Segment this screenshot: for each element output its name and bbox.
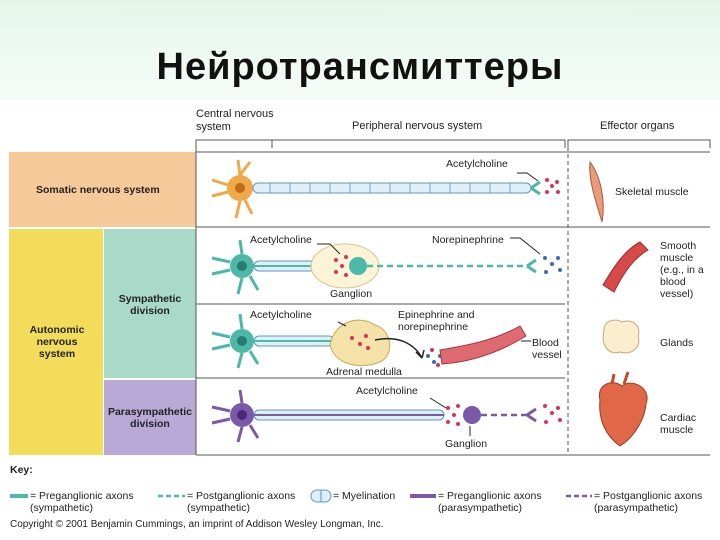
label-epinephrine: Epinephrine and norepinephrine	[398, 309, 475, 333]
key-pre-para: = Preganglionic axons (parasympathetic)	[438, 490, 542, 514]
somatic-neuron	[211, 159, 604, 223]
label-ganglion-para: Ganglion	[445, 438, 488, 450]
label-glands: Glands	[660, 337, 694, 349]
label-adrenal-medulla: Adrenal medulla	[326, 366, 402, 378]
slide-title: Нейротрансмиттеры	[156, 46, 564, 88]
somatic-box	[9, 152, 196, 227]
header-cns: Central nervous system	[196, 108, 274, 133]
label-skeletal-muscle: Skeletal muscle	[615, 186, 689, 198]
adrenal-neuron	[211, 313, 640, 369]
label-cardiac-muscle: Cardiac muscle	[660, 412, 697, 436]
parasympathetic-neuron	[211, 371, 648, 447]
sympathetic-neuron	[211, 237, 649, 295]
sympathetic-box	[104, 229, 196, 378]
key-graphics	[10, 489, 592, 503]
key-title: Key:	[10, 464, 33, 476]
label-ach-symp: Acetylcholine	[250, 234, 312, 246]
key-pre-symp: = Preganglionic axons (sympathetic)	[30, 490, 134, 514]
label-autonomic: Autonomic nervous system	[29, 324, 85, 360]
label-somatic: Somatic nervous system	[36, 184, 160, 196]
header-effector: Effector organs	[600, 120, 675, 132]
header-pns: Peripheral nervous system	[352, 120, 483, 132]
label-blood-vessel: Blood vessel	[532, 337, 562, 361]
parasympathetic-box	[104, 380, 196, 455]
label-sympathetic: Sympathetic division	[118, 293, 182, 317]
key-post-para: = Postganglionic axons (parasympathetic)	[594, 490, 703, 514]
key-post-symp: = Postganglionic axons (sympathetic)	[187, 490, 296, 514]
label-ach-somatic: Acetylcholine	[446, 158, 508, 170]
label-parasympathetic: Parasympathetic division	[107, 406, 193, 430]
label-norepinephrine: Norepinephrine	[432, 234, 504, 246]
key-myelination: = Myelination	[333, 490, 396, 502]
slide-header-band	[0, 0, 720, 100]
label-ganglion-symp: Ganglion	[330, 288, 373, 300]
label-ach-adrenal: Acetylcholine	[250, 309, 312, 321]
copyright-notice: Copyright © 2001 Benjamin Cummings, an i…	[10, 519, 384, 530]
label-ach-para: Acetylcholine	[356, 385, 418, 397]
label-smooth-muscle: Smooth muscle (e.g., in a blood vessel)	[660, 240, 704, 300]
autonomic-box	[9, 229, 103, 455]
